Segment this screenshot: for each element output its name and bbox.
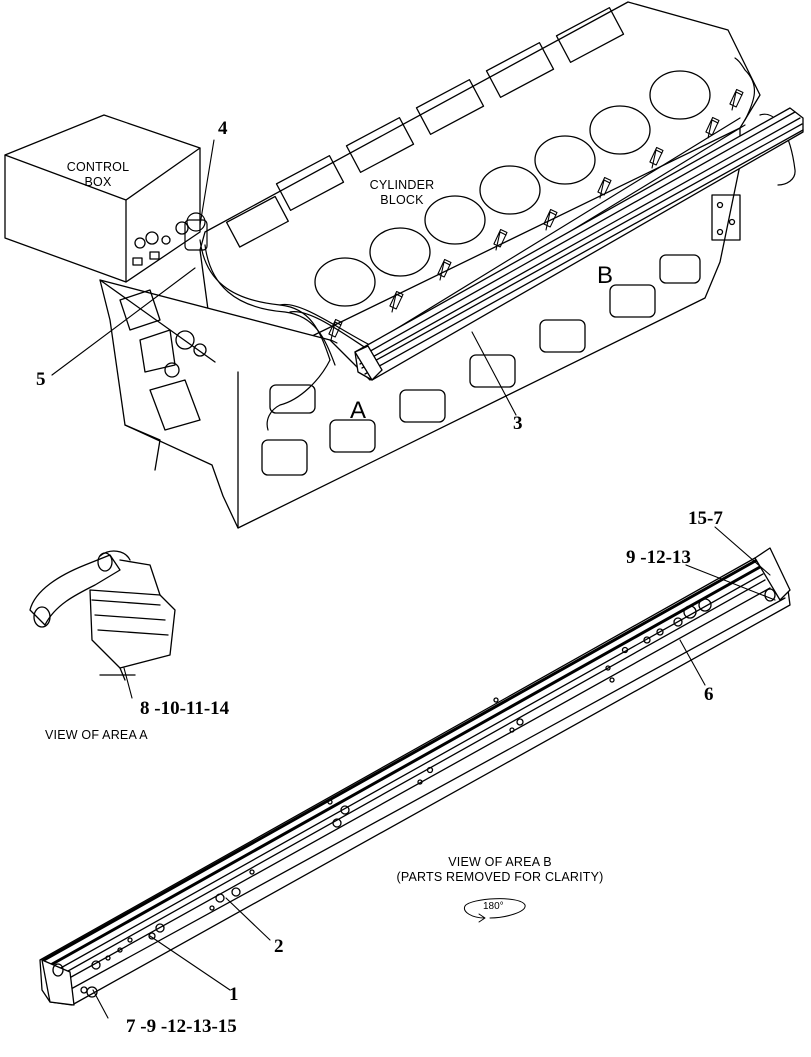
area-a-marker: A [350, 397, 367, 424]
rotation-label: 180° [483, 901, 504, 912]
callout-8-10-11-14: 8 -10-11-14 [140, 698, 230, 719]
leader-lines [51, 139, 776, 1019]
callout-6: 6 [704, 684, 714, 705]
control-box [4, 114, 201, 283]
view-area-b-caption: VIEW OF AREA B (PARTS REMOVED FOR CLARIT… [385, 855, 615, 885]
cylinder-block-label-line1: CYLINDER [369, 178, 435, 192]
cylinder-block [99, 1, 761, 529]
area-a-detail [29, 550, 176, 681]
harness-cover-installed [354, 107, 804, 381]
control-box-label-line2: BOX [84, 175, 112, 189]
callout-1: 1 [229, 984, 239, 1005]
rotation-arrow-icon [463, 898, 526, 923]
callout-15-7: 15-7 [688, 508, 723, 529]
view-area-a-caption: VIEW OF AREA A [45, 728, 148, 742]
control-box-label: CONTROL BOX [58, 160, 138, 190]
harness-cover-exploded [39, 547, 791, 1006]
callout-2: 2 [274, 936, 284, 957]
area-b-marker: B [597, 262, 614, 289]
cylinder-block-label: CYLINDER BLOCK [360, 178, 444, 208]
callout-3: 3 [513, 413, 523, 434]
callout-7-9-12-13-15: 7 -9 -12-13-15 [126, 1016, 237, 1037]
view-area-b-caption-line2: (PARTS REMOVED FOR CLARITY) [396, 870, 604, 884]
view-area-b-caption-line1: VIEW OF AREA B [448, 855, 552, 869]
injector-connectors [328, 88, 744, 344]
callout-4: 4 [218, 118, 228, 139]
control-box-label-line1: CONTROL [66, 160, 130, 174]
callout-5: 5 [36, 369, 46, 390]
callout-9-12-13: 9 -12-13 [626, 547, 691, 568]
cylinder-block-label-line2: BLOCK [380, 193, 424, 207]
